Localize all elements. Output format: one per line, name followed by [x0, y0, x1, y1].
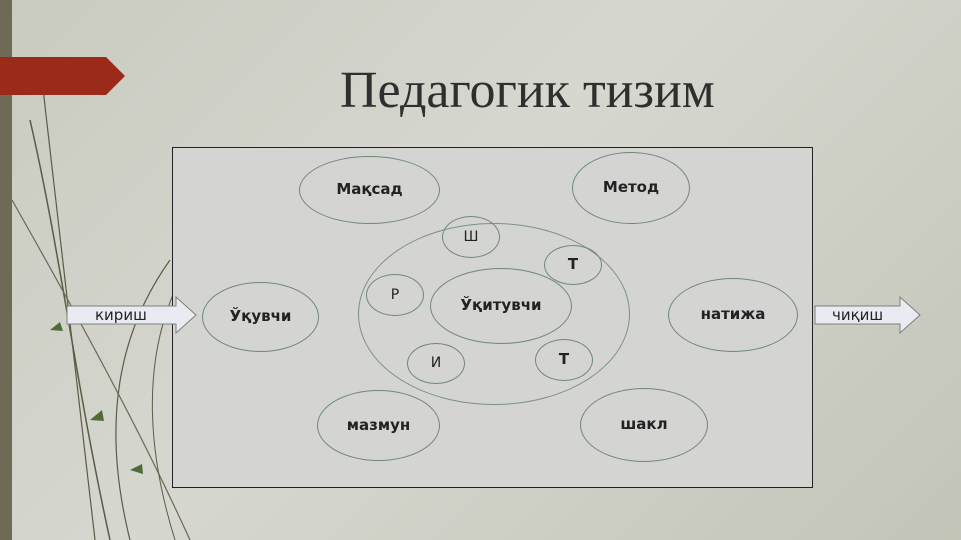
- node-shakl-label: шакл: [620, 415, 668, 434]
- node-maqsad-label: Мақсад: [336, 180, 403, 199]
- node-sh: Ш: [442, 216, 500, 258]
- node-t-top-label: Т: [567, 255, 579, 274]
- input-label: кириш: [95, 306, 147, 324]
- node-mazmun: мазмун: [317, 390, 440, 461]
- node-t-top: Т: [544, 245, 602, 285]
- node-i-label: И: [430, 355, 442, 372]
- node-metod-label: Метод: [602, 178, 660, 197]
- node-i: И: [407, 343, 465, 384]
- node-natija-label: натижа: [700, 305, 766, 324]
- node-uqituvchi-label: Ўқитувчи: [460, 296, 542, 315]
- node-metod: Метод: [572, 152, 690, 224]
- node-r: Р: [366, 274, 424, 316]
- node-shakl: шакл: [580, 388, 708, 462]
- node-r-label: Р: [390, 286, 400, 303]
- output-arrow: [814, 296, 921, 334]
- slide-title: Педагогик тизим: [340, 62, 715, 119]
- node-uquvchi-label: Ўқувчи: [229, 307, 292, 326]
- title-accent-flag: [0, 57, 125, 95]
- node-t-bottom: Т: [535, 339, 593, 381]
- node-uqituvchi: Ўқитувчи: [430, 268, 572, 344]
- left-decor-band: [0, 0, 12, 540]
- node-mazmun-label: мазмун: [346, 415, 411, 434]
- node-uquvchi: Ўқувчи: [202, 282, 319, 352]
- output-label: чиқиш: [832, 306, 884, 324]
- input-arrow: [66, 296, 197, 334]
- node-sh-label: Ш: [463, 228, 479, 245]
- node-natija: натижа: [668, 278, 798, 352]
- node-maqsad: Мақсад: [299, 156, 440, 224]
- node-t-bottom-label: Т: [558, 350, 570, 369]
